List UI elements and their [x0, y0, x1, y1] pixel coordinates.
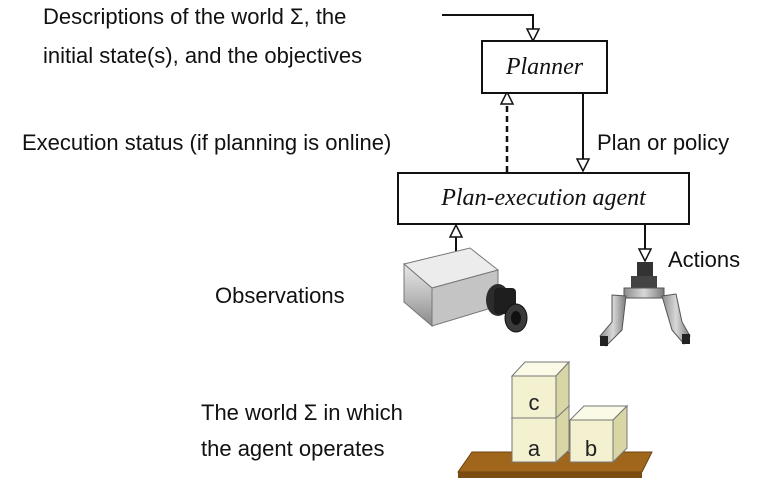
planner-label: Planner	[505, 53, 584, 80]
plan-execution-agent-box: Plan-execution agent	[397, 172, 690, 225]
agent-label: Plan-execution agent	[441, 185, 646, 211]
camera-icon	[402, 247, 528, 333]
actions-arrow	[637, 225, 653, 263]
block-c-label: c	[529, 390, 540, 415]
block-a-label: a	[528, 436, 541, 461]
plan-or-policy-label: Plan or policy	[597, 130, 730, 155]
observations-label: Observations	[215, 283, 345, 308]
block-b	[568, 404, 629, 464]
planner-box: Planner	[481, 40, 608, 94]
robot-gripper-icon	[599, 262, 691, 347]
block-c	[510, 360, 571, 420]
actions-label: Actions	[668, 247, 741, 272]
world-label-line2: the agent operates	[201, 436, 385, 461]
execution-status-label: Execution status (if planning is online)	[22, 130, 392, 155]
descriptions-label-line1: Descriptions of the world Σ, the	[43, 4, 347, 29]
plan-or-policy-arrow	[575, 94, 591, 173]
block-b-label: b	[585, 436, 597, 461]
world-label-line1: The world Σ in which	[201, 400, 403, 425]
descriptions-arrow	[442, 14, 541, 43]
execution-status-arrow	[499, 90, 515, 172]
descriptions-label-line2: initial state(s), and the objectives	[43, 43, 363, 68]
